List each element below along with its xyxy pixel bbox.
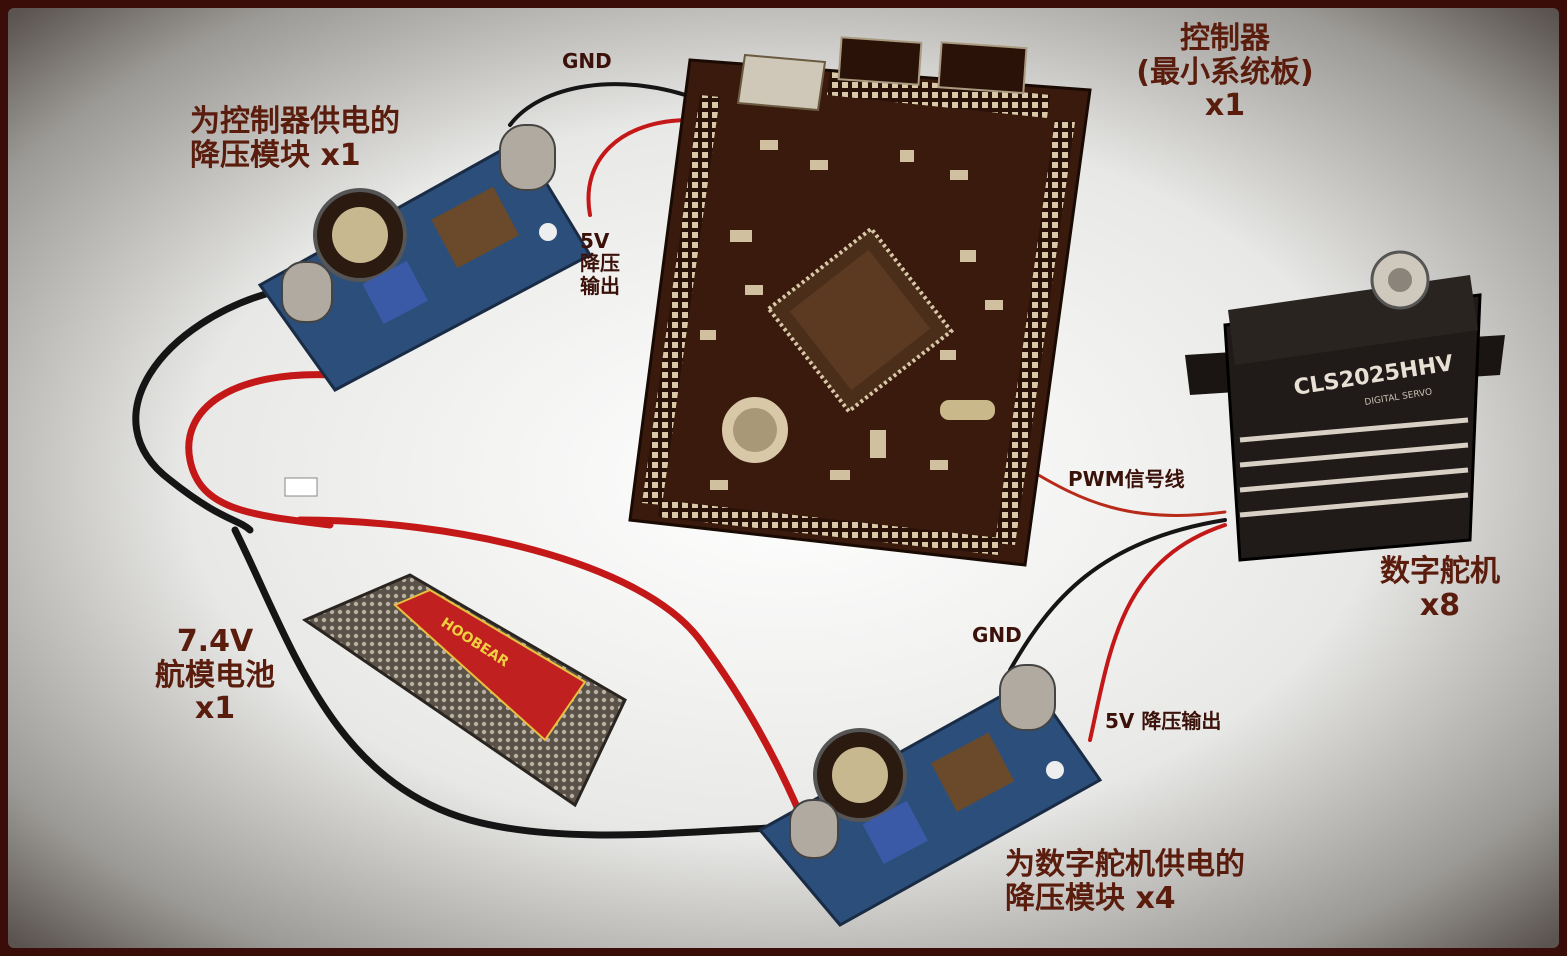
servo-buck-label-line2: 降压模块 x4 — [1005, 880, 1176, 916]
battery-label: 7.4V 航模电池 x1 — [115, 625, 315, 726]
gnd-wire-top — [508, 82, 702, 127]
pwm-label: PWM信号线 — [1068, 467, 1185, 491]
out5v-label-top-line2: 降压 — [580, 251, 620, 276]
out5v-label-top-line3: 输出 — [580, 273, 620, 298]
servo-label-title: 数字舵机 — [1380, 554, 1500, 589]
controller-connector-2 — [837, 36, 923, 86]
controller-pin-header-bottom — [658, 500, 1000, 555]
controller-coin-cell — [733, 408, 777, 452]
buck-bottom-capacitor-2 — [789, 799, 839, 859]
battery-ground-wire-bottom — [231, 526, 774, 839]
power-wire-top — [586, 118, 692, 217]
pwm-signal-wire — [1028, 468, 1227, 518]
battery-ground-wire-top — [132, 286, 284, 534]
controller-pin-header-left — [642, 95, 720, 505]
buck-top-capacitor — [499, 124, 556, 191]
buck-top-inductor-core — [332, 207, 388, 263]
buck-module-bottom — [757, 664, 1103, 927]
servo-label-qty: x8 — [1419, 587, 1461, 623]
battery-label-title: 航模电池 — [155, 657, 275, 693]
gnd-label-bottom: GND — [972, 623, 1022, 647]
controller-mcu-die — [789, 249, 931, 391]
battery-power-wire-top — [185, 371, 339, 529]
controller-label: 控制器 (最小系统板) x1 — [1105, 22, 1345, 123]
buck-bottom-inductor-core — [832, 747, 888, 803]
controller-pin-header-right — [995, 120, 1075, 545]
battery-pack — [301, 573, 627, 808]
controller-usb-port — [736, 53, 827, 112]
servo-buck-label: 为数字舵机供电的 降压模块 x4 — [1005, 848, 1345, 915]
controller-buck-label-line2: 降压模块 x1 — [190, 137, 361, 173]
buck-top-pcb — [257, 137, 593, 392]
buck-module-top — [257, 124, 593, 392]
controller-connector — [937, 41, 1028, 95]
servo-heatsink-fins — [1239, 417, 1469, 518]
controller-label-subtitle: (最小系统板) — [1136, 54, 1314, 90]
battery-label-qty: x1 — [194, 691, 236, 727]
battery-label-plate — [393, 588, 587, 742]
buck-bottom-pcb — [757, 678, 1103, 927]
buck-bottom-capacitor — [999, 664, 1056, 731]
servo-buck-label-line1: 为数字舵机供电的 — [1005, 847, 1245, 882]
controller-board — [628, 36, 1092, 567]
battery: HOOBEAR — [284, 477, 627, 808]
controller-label-title: 控制器 — [1180, 21, 1270, 56]
battery-label-voltage: 7.4V — [176, 624, 254, 659]
buck-bottom-potentiometer — [862, 800, 928, 865]
servo-label: 数字舵机 x8 — [1355, 555, 1525, 622]
gnd-wire-bottom — [1008, 518, 1227, 672]
out5v-label-top-line1: 5V — [580, 229, 610, 253]
controller-buck-label-line1: 为控制器供电的 — [190, 104, 400, 139]
power-wire-bottom — [1088, 523, 1227, 742]
buck-bottom-chip — [931, 732, 1015, 812]
servo: CLS2025HHV DIGITAL SERVO — [1185, 250, 1505, 562]
buck-top-mount-hole — [539, 223, 557, 241]
controller-components — [700, 140, 1003, 490]
controller-crystal — [940, 400, 995, 420]
out5v-label-bottom: 5V 降压输出 — [1105, 709, 1222, 733]
controller-buck-label: 为控制器供电的 降压模块 x1 — [190, 105, 490, 172]
out5v-label-top: 5V 降压 输出 — [580, 229, 620, 298]
buck-top-chip — [431, 186, 520, 269]
buck-top-capacitor-2 — [281, 261, 333, 323]
buck-top-potentiometer — [362, 260, 428, 325]
buck-bottom-mount-hole — [1046, 761, 1064, 779]
servo-output-spline-center — [1388, 268, 1412, 292]
battery-balance-connector — [284, 477, 318, 497]
gnd-label-top: GND — [562, 49, 612, 73]
controller-pin-header-top — [827, 72, 1050, 118]
controller-label-qty: x1 — [1204, 88, 1246, 124]
